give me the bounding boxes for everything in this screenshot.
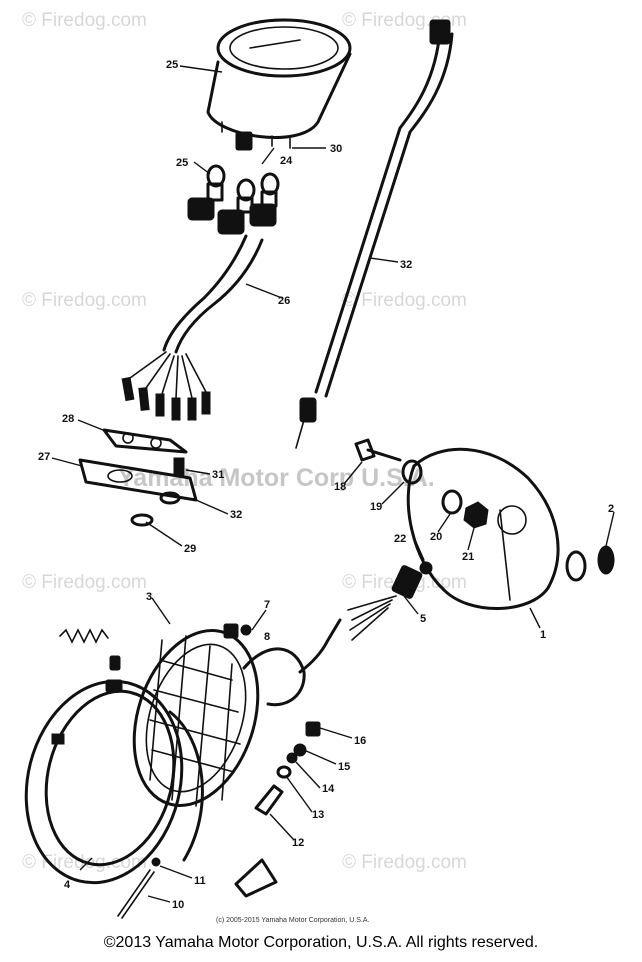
callout-8: 8 <box>264 631 270 643</box>
callout-4: 4 <box>64 879 71 891</box>
callout-13: 13 <box>312 809 324 821</box>
embedded-copyright: (c) 2005-2015 Yamaha Motor Corporation, … <box>216 917 369 924</box>
callout-10: 10 <box>172 899 184 911</box>
headlight-housing-part <box>406 447 615 610</box>
callout-12: 12 <box>292 837 304 849</box>
watermark-8: © Firedog.com <box>342 852 467 873</box>
callout-14: 14 <box>322 783 335 795</box>
rim-hardware-part <box>59 628 161 919</box>
adjuster-part <box>254 721 321 816</box>
watermark-4: © Firedog.com <box>342 290 467 311</box>
callout-23: 24 <box>280 155 293 167</box>
callout-17: 18 <box>334 481 346 493</box>
callout-20: 21 <box>462 551 474 563</box>
callout-24: 25 <box>176 157 188 169</box>
callout-3: 3 <box>146 591 152 603</box>
wire-harness-part <box>121 234 264 421</box>
leader-lines <box>51 65 615 903</box>
headlight-rim-part <box>24 679 204 885</box>
callout-22: 25 <box>166 59 178 71</box>
callout-26: 27 <box>38 451 50 463</box>
callout-29: 30 <box>330 143 342 155</box>
callout-31: 32 <box>230 509 242 521</box>
callout-labels: 25 24 25 30 26 32 28 27 31 32 29 18 19 2… <box>38 59 614 911</box>
callout-32: 32 <box>400 259 412 271</box>
callout-28: 29 <box>184 543 196 555</box>
callout-16: 16 <box>354 735 366 747</box>
callout-30: 31 <box>212 469 224 481</box>
callout-18: 19 <box>370 501 382 513</box>
watermark-embedded: Yamaha Motor Corp U.S.A. <box>118 464 435 492</box>
callout-21: 22 <box>394 533 406 545</box>
callout-25: 26 <box>278 295 290 307</box>
watermark-5: © Firedog.com <box>22 572 147 593</box>
callout-27: 28 <box>62 413 74 425</box>
callout-15: 15 <box>338 761 350 773</box>
copyright-footer: ©2013 Yamaha Motor Corporation, U.S.A. A… <box>103 934 539 951</box>
callout-2: 2 <box>608 503 614 515</box>
connector-part <box>347 565 423 641</box>
sealed-beam-part <box>132 618 342 807</box>
callout-19: 20 <box>430 531 442 543</box>
callout-7: 7 <box>264 599 270 611</box>
callout-11: 11 <box>194 875 206 887</box>
bulbs-part <box>187 164 280 235</box>
watermark-1: © Firedog.com <box>22 10 147 31</box>
wedge-part <box>234 858 278 898</box>
fasteners-part <box>354 438 489 575</box>
callout-1: 1 <box>540 629 546 641</box>
watermark-3: © Firedog.com <box>22 290 147 311</box>
speedometer-cable-part <box>295 19 454 449</box>
callout-5: 5 <box>420 613 426 625</box>
speedometer-part <box>206 18 352 151</box>
